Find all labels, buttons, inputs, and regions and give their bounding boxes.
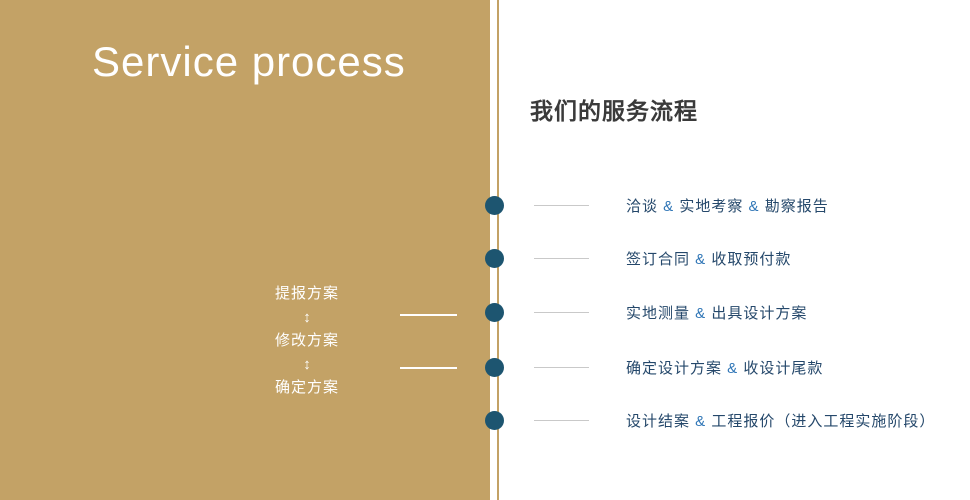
step-dot: [485, 302, 504, 322]
ampersand-separator: &: [658, 197, 680, 215]
ampersand-separator: &: [690, 412, 712, 430]
process-step: 实地测量 & 出具设计方案: [485, 302, 807, 322]
ampersand-separator: &: [743, 197, 765, 215]
ampersand-separator: &: [690, 250, 712, 268]
step-connector-line: [534, 204, 589, 206]
up-down-arrow-icon: ↕: [303, 356, 311, 373]
step-dot: [485, 248, 504, 268]
revision-flow: 提报方案 ↕ 修改方案 ↕ 确定方案: [255, 282, 359, 400]
step-text: 签订合同 & 收取预付款: [626, 250, 792, 268]
step-text: 设计结案 & 工程报价（进入工程实施阶段）: [626, 412, 936, 430]
ampersand-separator: &: [722, 359, 744, 377]
step-connector-line: [534, 419, 589, 421]
step-connector-line: [534, 257, 589, 259]
ampersand-separator: &: [690, 304, 712, 322]
up-down-arrow-icon: ↕: [303, 309, 311, 326]
process-step: 设计结案 & 工程报价（进入工程实施阶段）: [485, 410, 935, 430]
step-dot: [485, 410, 504, 430]
process-step: 确定设计方案 & 收设计尾款: [485, 357, 823, 377]
process-step: 洽谈 & 实地考察 & 勘察报告: [485, 195, 829, 215]
step-connector-line: [534, 366, 589, 368]
section-heading: 我们的服务流程: [530, 98, 698, 124]
left-panel: Service process 提报方案 ↕ 修改方案 ↕ 确定方案: [0, 0, 490, 500]
flow-step-propose: 提报方案: [274, 285, 339, 302]
step-connector-line: [534, 311, 589, 313]
flow-connector-line: [400, 314, 457, 316]
step-dot: [485, 357, 504, 377]
flow-connector-line: [400, 367, 457, 369]
page-title: Service process: [92, 38, 406, 85]
process-step: 签订合同 & 收取预付款: [485, 248, 791, 268]
step-text: 确定设计方案 & 收设计尾款: [626, 359, 824, 377]
step-text: 洽谈 & 实地考察 & 勘察报告: [626, 197, 829, 215]
step-dot: [485, 195, 504, 215]
step-text: 实地测量 & 出具设计方案: [626, 304, 808, 322]
flow-step-revise: 修改方案: [274, 332, 339, 349]
flow-step-confirm: 确定方案: [274, 379, 339, 396]
